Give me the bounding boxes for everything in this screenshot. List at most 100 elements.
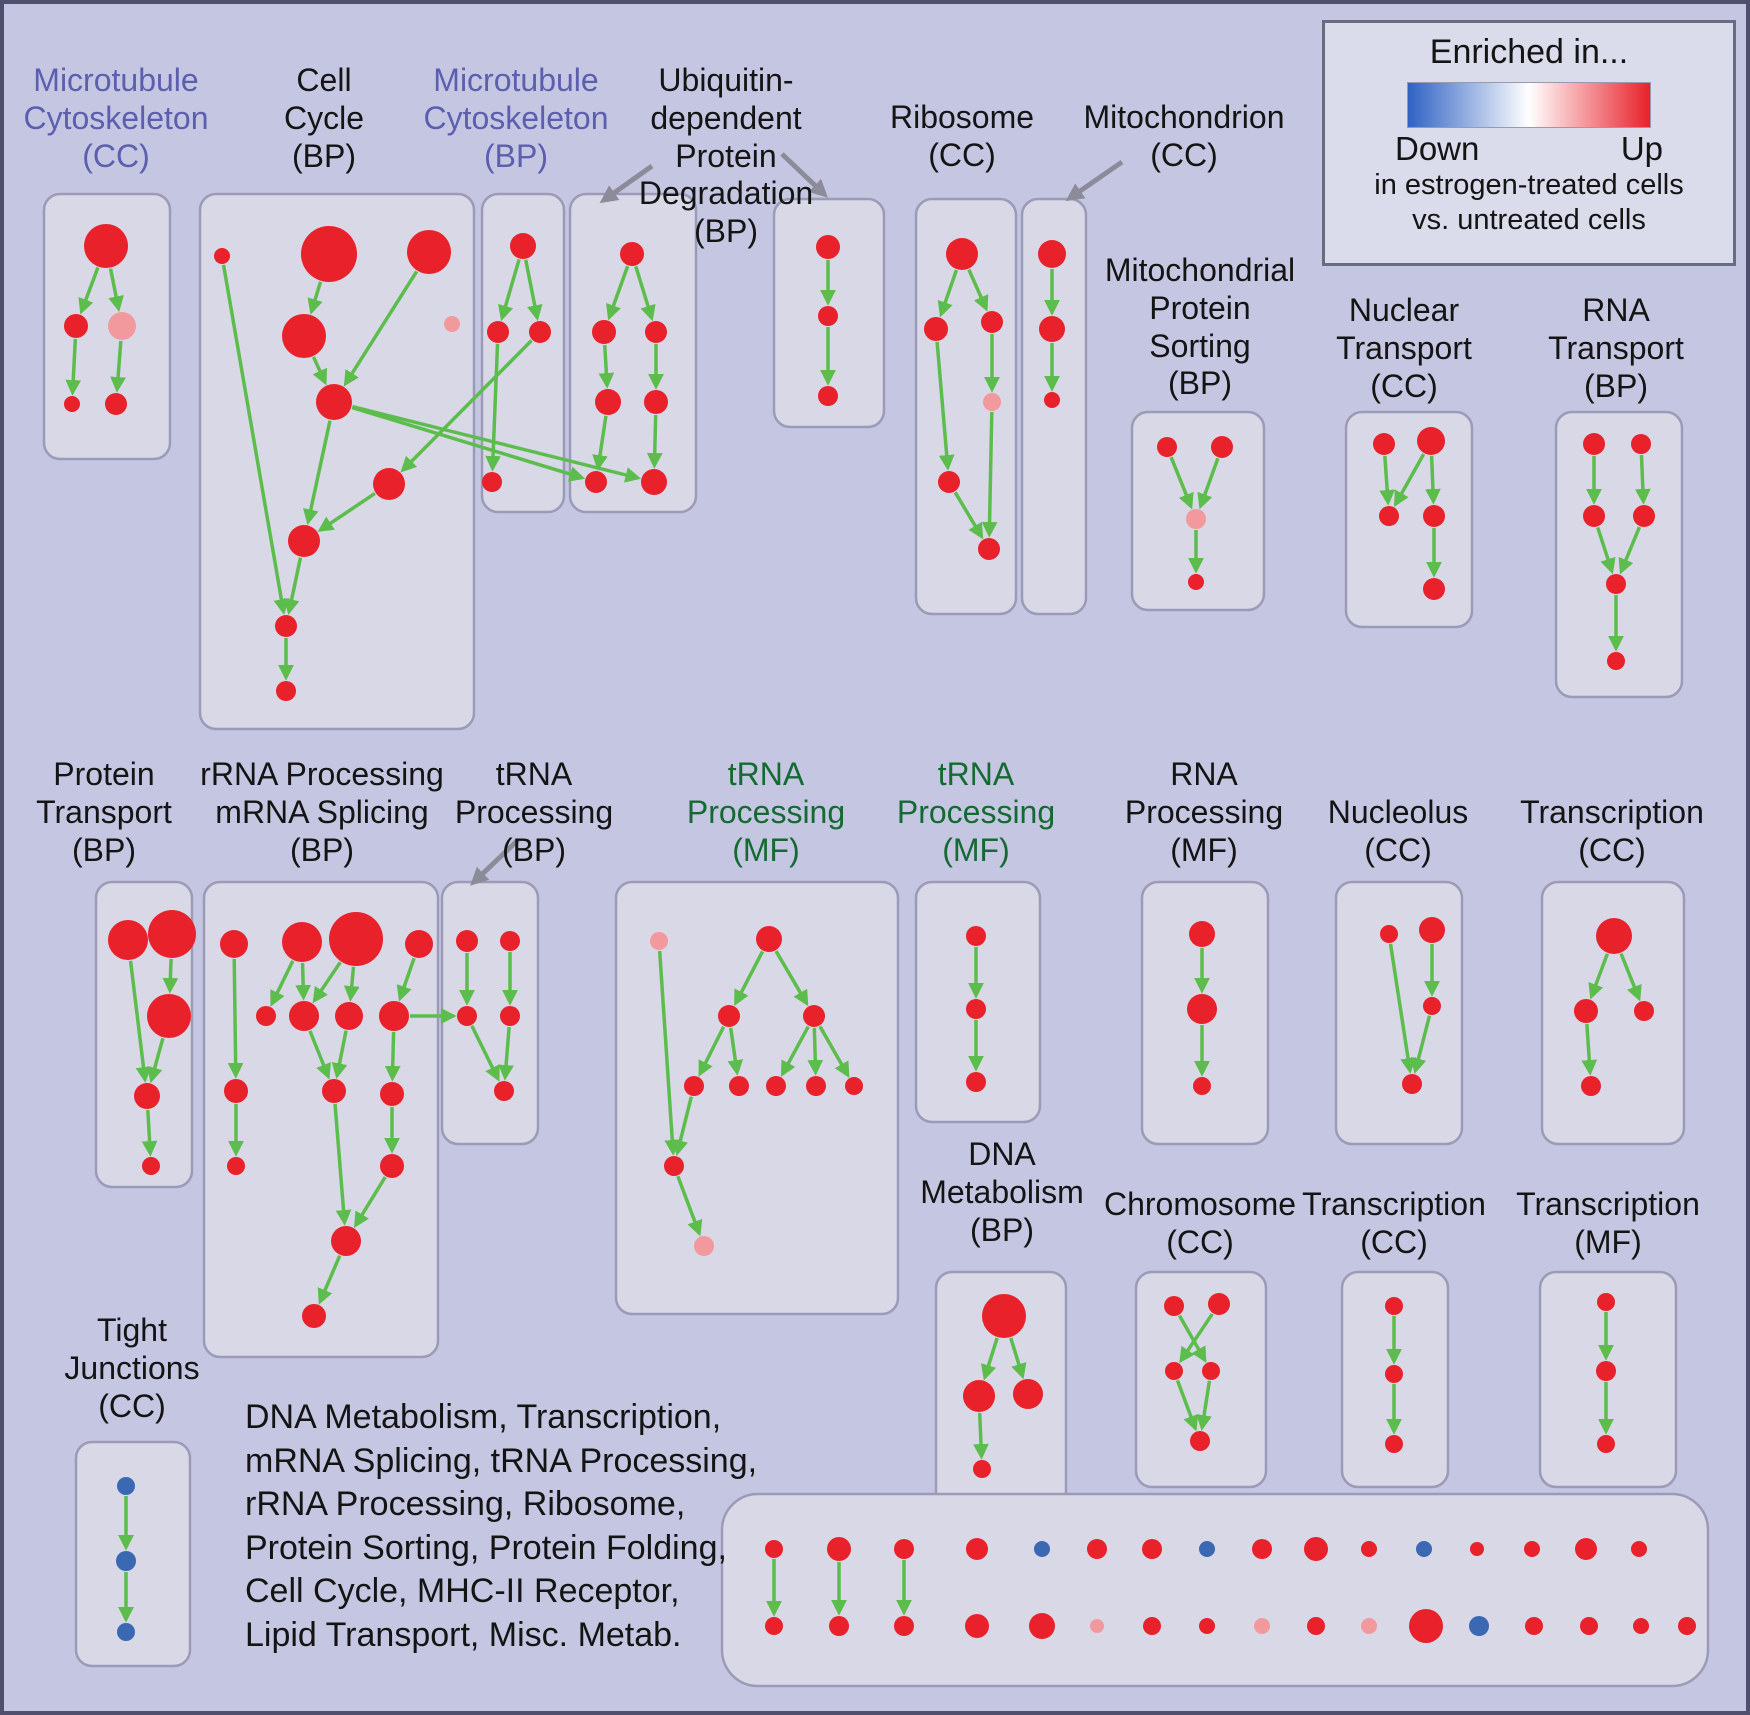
go-term-node-blue xyxy=(1034,1541,1050,1557)
edge-arrow xyxy=(657,950,681,1156)
edge-arrow xyxy=(311,356,328,386)
go-term-node-red xyxy=(1379,506,1399,526)
go-term-node-red xyxy=(64,314,88,338)
go-term-node-red xyxy=(963,1380,995,1412)
go-term-node-red xyxy=(1423,505,1445,527)
go-term-node-red xyxy=(108,920,148,960)
go-term-node-red xyxy=(329,912,383,966)
go-term-node-red xyxy=(1524,1541,1540,1557)
edge-arrow xyxy=(396,957,416,1002)
go-term-node-red xyxy=(1304,1537,1328,1561)
go-term-node-red xyxy=(1423,997,1441,1015)
edge-arrow xyxy=(283,557,303,615)
go-term-node-red xyxy=(322,1079,346,1103)
edge-arrow xyxy=(1588,953,1609,1000)
go-term-node-red xyxy=(1385,1435,1403,1453)
edge-arrow xyxy=(734,950,765,1006)
edge-arrow xyxy=(1410,1015,1432,1075)
go-term-node-red xyxy=(1597,1293,1615,1311)
edge-arrow xyxy=(308,1030,331,1080)
go-term-node-red xyxy=(1525,1617,1543,1635)
go-term-node-red xyxy=(592,320,616,344)
go-term-node-red xyxy=(1631,434,1651,454)
go-term-node-red xyxy=(827,1537,851,1561)
go-term-node-red xyxy=(966,999,986,1019)
label-pointer-arrow xyxy=(470,838,520,886)
go-term-node-red xyxy=(894,1539,914,1559)
go-term-node-red xyxy=(729,1076,749,1096)
go-term-node-blue xyxy=(1469,1616,1489,1636)
cluster-box xyxy=(1344,410,1474,629)
go-term-node-red xyxy=(1385,1297,1403,1315)
edge-arrow xyxy=(676,1175,703,1237)
go-term-node-red xyxy=(482,472,502,492)
go-term-node-red xyxy=(1190,1431,1210,1451)
go-term-node-red xyxy=(1385,1365,1403,1383)
go-term-node-red xyxy=(288,525,320,557)
go-term-node-blue xyxy=(117,1477,135,1495)
go-term-node-red xyxy=(978,538,1000,560)
go-term-node-red xyxy=(845,1077,863,1095)
go-term-node-red xyxy=(105,393,127,415)
edge-arrow xyxy=(485,343,501,472)
edge-arrow xyxy=(646,414,663,469)
go-term-node-red xyxy=(380,1082,404,1106)
go-term-node-pink xyxy=(1090,1619,1104,1633)
go-term-node-red xyxy=(718,1005,740,1027)
edge-arrow xyxy=(333,1103,352,1226)
go-term-node-red xyxy=(487,321,509,343)
go-term-node-red xyxy=(1189,921,1215,947)
go-term-node-red xyxy=(756,926,782,952)
go-term-node-blue xyxy=(117,1623,135,1641)
go-term-node-red xyxy=(684,1076,704,1096)
go-term-node-red xyxy=(1580,1617,1598,1635)
go-term-node-red xyxy=(142,1157,160,1175)
edge-arrow xyxy=(343,270,419,387)
go-term-node-red xyxy=(1583,505,1605,527)
edge-arrow xyxy=(774,950,809,1007)
go-term-node-red xyxy=(641,469,667,495)
edge-arrow xyxy=(981,1337,999,1381)
go-term-node-red xyxy=(1423,578,1445,600)
go-term-node-red xyxy=(595,389,621,415)
go-term-node-red xyxy=(1596,918,1632,954)
go-term-node-red xyxy=(1143,1617,1161,1635)
go-term-node-red xyxy=(966,926,986,946)
go-term-node-red xyxy=(585,471,607,493)
edge-arrow xyxy=(1394,453,1426,508)
legend-endpoints-row: Down Up xyxy=(1395,130,1663,168)
edge-arrow xyxy=(598,344,615,389)
go-term-node-red xyxy=(331,1226,361,1256)
edge-arrow xyxy=(1581,1023,1598,1076)
go-term-node-red xyxy=(64,396,80,412)
cluster-box xyxy=(480,192,566,514)
go-term-node-red xyxy=(1581,1076,1601,1096)
legend: Enriched in... Down Up in estrogen-treat… xyxy=(1322,20,1736,266)
label-pointer-arrow xyxy=(780,152,828,198)
go-term-node-red xyxy=(147,994,191,1038)
edge-arrow xyxy=(470,1025,500,1082)
go-term-node-red xyxy=(302,1304,326,1328)
edge-arrow xyxy=(128,960,152,1083)
go-term-node-red xyxy=(1574,999,1598,1023)
go-term-node-red xyxy=(1193,1077,1211,1095)
edge-arrow xyxy=(807,1027,824,1076)
go-term-node-red xyxy=(1039,316,1065,342)
go-term-node-red xyxy=(1678,1617,1696,1635)
go-term-node-red xyxy=(1044,392,1060,408)
go-term-node-red xyxy=(1597,1435,1615,1453)
cluster-box xyxy=(1554,410,1684,699)
go-term-node-red xyxy=(1633,505,1655,527)
edge-arrow xyxy=(523,259,543,321)
edge-arrow xyxy=(384,1031,401,1082)
go-term-node-red xyxy=(301,226,357,282)
edge-arrow xyxy=(1596,526,1616,575)
go-term-node-red xyxy=(276,681,296,701)
go-term-node-red xyxy=(407,230,451,274)
go-term-node-red xyxy=(1409,1609,1443,1643)
go-term-node-red xyxy=(256,1006,276,1026)
cluster-list-caption: DNA Metabolism, Transcription, mRNA Spli… xyxy=(245,1398,758,1654)
edge-arrow xyxy=(1197,457,1220,510)
edge-arrow xyxy=(295,962,312,1001)
go-term-node-red xyxy=(282,922,322,962)
